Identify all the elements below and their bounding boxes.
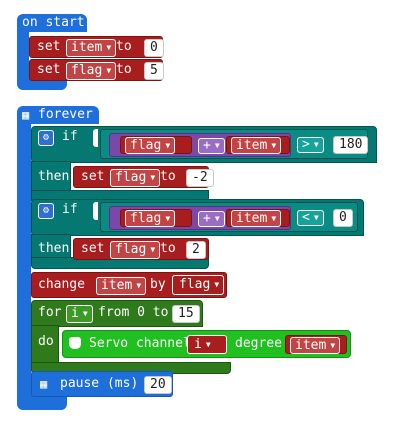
- comparison-operator-dropdown[interactable]: >▼: [297, 137, 324, 153]
- addition-block[interactable]: flag▼ +▼ item▼: [109, 206, 291, 230]
- chevron-down-icon: ▼: [214, 280, 220, 289]
- operator-dropdown[interactable]: +▼: [198, 211, 225, 227]
- chevron-down-icon: ▼: [313, 213, 319, 222]
- compare-block[interactable]: flag▼ +▼ item▼ >▼ 180: [100, 129, 369, 159]
- value-input[interactable]: 2: [186, 241, 206, 259]
- chevron-down-icon: ▼: [106, 43, 112, 52]
- servo-icon: [69, 337, 81, 349]
- variable-dropdown-item[interactable]: item▼: [66, 39, 117, 57]
- forever-label: forever: [38, 107, 93, 122]
- compare-block[interactable]: flag▼ +▼ item▼ <▼ 0: [100, 202, 358, 232]
- variable-flag-reporter[interactable]: flag▼: [120, 136, 192, 154]
- set-flag-block[interactable]: set flag▼ to 2: [73, 238, 209, 260]
- set-flag-block[interactable]: set flag▼ to 5: [29, 59, 164, 81]
- compare-value-input[interactable]: 0: [333, 209, 353, 227]
- pause-block[interactable]: ▦ pause (ms) 20: [31, 371, 173, 397]
- variable-flag-reporter[interactable]: flag▼: [172, 275, 224, 295]
- chevron-down-icon: ▼: [271, 214, 277, 223]
- variable-dropdown-item[interactable]: item▼: [96, 277, 147, 295]
- compare-value-input[interactable]: 180: [333, 136, 369, 154]
- value-input[interactable]: 5: [144, 62, 164, 80]
- comparison-operator-dropdown[interactable]: <▼: [297, 210, 324, 226]
- chevron-down-icon: ▼: [106, 66, 112, 75]
- chevron-down-icon: ▼: [214, 141, 220, 150]
- set-flag-block[interactable]: set flag▼ to -2: [73, 166, 214, 188]
- set-item-block[interactable]: set item▼ to 0: [29, 36, 164, 58]
- grid-icon: ▦: [22, 108, 30, 122]
- loop-end-input[interactable]: 15: [172, 305, 200, 323]
- chevron-down-icon: ▼: [165, 214, 171, 223]
- variable-i-reporter[interactable]: i▼: [187, 335, 227, 354]
- chevron-down-icon: ▼: [136, 281, 142, 290]
- value-input[interactable]: -2: [186, 169, 214, 187]
- operator-dropdown[interactable]: +▼: [198, 138, 225, 154]
- loop-variable-dropdown[interactable]: i▼: [66, 305, 93, 323]
- chevron-down-icon: ▼: [150, 245, 156, 254]
- variable-dropdown-flag[interactable]: flag▼: [110, 169, 161, 187]
- chevron-down-icon: ▼: [82, 309, 88, 318]
- gear-icon[interactable]: ⚙: [38, 130, 54, 146]
- chevron-down-icon: ▼: [205, 340, 211, 349]
- variable-item-reporter[interactable]: item▼: [226, 136, 290, 154]
- grid-icon: ▦: [40, 377, 48, 391]
- chevron-down-icon: ▼: [313, 140, 319, 149]
- servo-channel-block[interactable]: Servo channel i▼ degree item▼: [62, 330, 351, 358]
- gear-icon[interactable]: ⚙: [38, 203, 54, 219]
- value-input[interactable]: 0: [144, 39, 164, 57]
- change-item-block[interactable]: change item▼ by flag▼: [31, 272, 227, 298]
- variable-dropdown-flag[interactable]: flag▼: [110, 241, 161, 259]
- chevron-down-icon: ▼: [214, 214, 220, 223]
- chevron-down-icon: ▼: [150, 173, 156, 182]
- pause-ms-input[interactable]: 20: [144, 376, 172, 394]
- chevron-down-icon: ▼: [165, 141, 171, 150]
- variable-dropdown-flag[interactable]: flag▼: [66, 62, 117, 80]
- on-start-label: on start: [22, 15, 85, 30]
- chevron-down-icon: ▼: [271, 141, 277, 150]
- variable-flag-reporter[interactable]: flag▼: [120, 209, 192, 227]
- variable-item-reporter[interactable]: item▼: [226, 209, 290, 227]
- chevron-down-icon: ▼: [330, 341, 336, 350]
- addition-block[interactable]: flag▼ +▼ item▼: [109, 133, 291, 157]
- variable-item-reporter[interactable]: item▼: [285, 335, 347, 354]
